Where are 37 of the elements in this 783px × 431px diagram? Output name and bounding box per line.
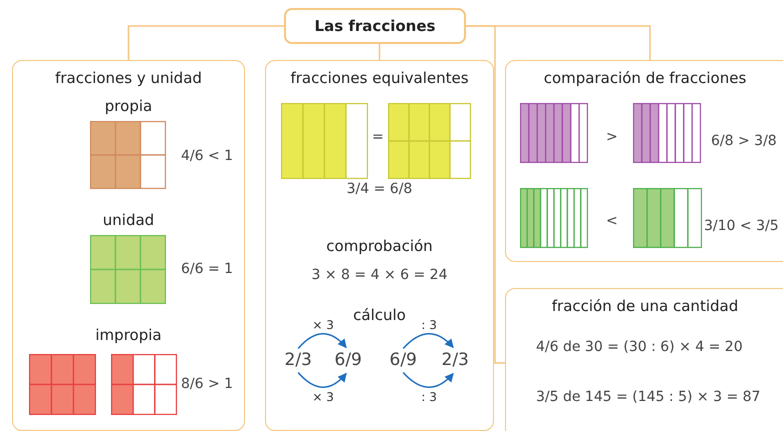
relation-sign: > [606,129,618,145]
panel-heading: comparación de fracciones [542,69,748,87]
relation: 6/6 = 1 [181,261,234,277]
connector-line [128,25,284,60]
connector-line [378,44,380,60]
relation: 3/10 < 3/5 [704,218,779,234]
equals-sign: = [372,129,384,145]
equation: 4/6 de 30 = (30 : 6) × 4 = 20 [536,339,743,355]
equation: 3/5 de 145 = (145 : 5) × 3 = 87 [536,389,760,405]
fraction: 2/3 [284,350,312,372]
relation: 8/6 > 1 [181,376,234,392]
sub-heading: comprobación [325,237,434,255]
curved-arrow [298,333,347,350]
sub-heading: propia [104,97,154,115]
relation-sign: < [606,213,618,229]
topic-panel [505,288,783,431]
curved-arrow [402,372,454,388]
title-box: Las fracciones [284,8,466,44]
fraction: 6/9 [390,350,417,372]
sub-heading: cálculo [352,306,407,324]
panel-heading: fracciones equivalentes [289,69,470,87]
sub-heading: impropia [94,326,163,344]
panel-heading: fracción de una cantidad [550,297,740,315]
connector-line [466,25,505,364]
fraction: 6/9 [334,350,362,372]
relation: 4/6 < 1 [181,148,234,164]
topic-panel [505,60,783,262]
curved-arrow [298,372,347,388]
relation: 6/8 > 3/8 [711,133,777,149]
topic-panel [12,60,245,431]
equation: 3/4 = 6/8 [346,181,414,197]
equation: 3 × 8 = 4 × 6 = 24 [310,267,448,283]
topic-panel [265,60,494,431]
fraction: 2/3 [442,350,469,372]
panel-heading: fracciones y unidad [54,69,203,87]
sub-heading: unidad [102,211,156,229]
curved-arrow [402,333,454,350]
